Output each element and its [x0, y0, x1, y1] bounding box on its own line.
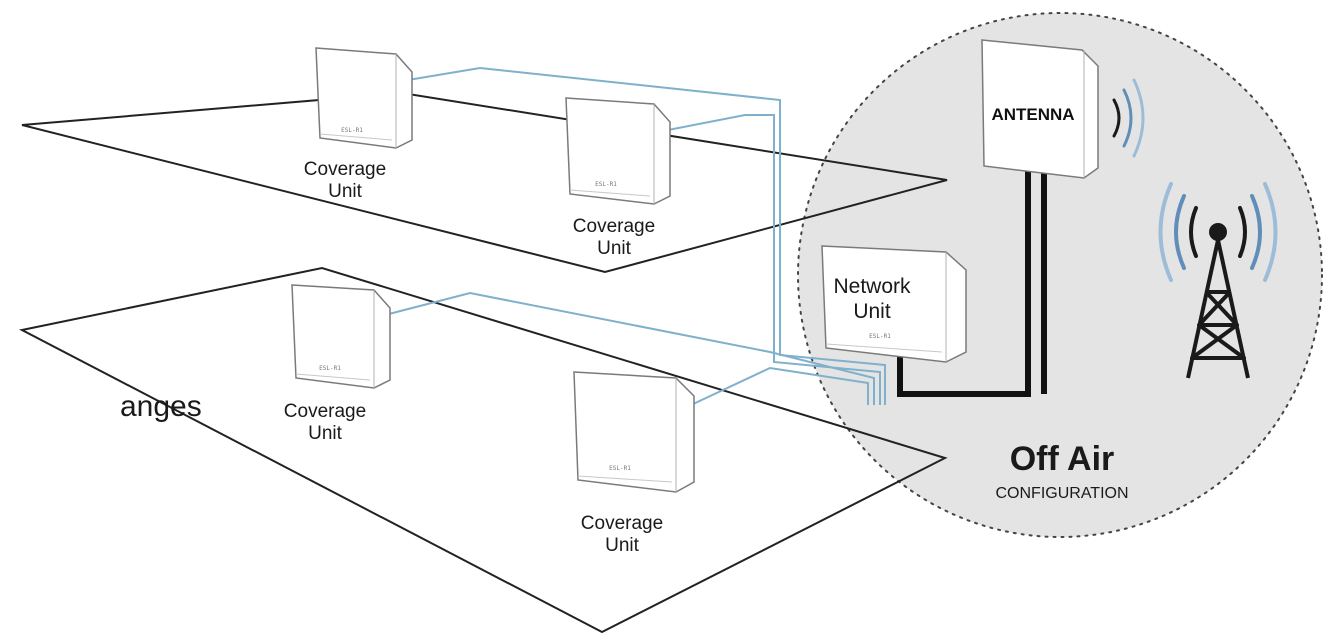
coverage-unit-1-icon: ESL-R1: [315, 47, 413, 149]
device-tag: ESL-R1: [341, 127, 363, 134]
signal-waves-icon: [1112, 78, 1145, 158]
antenna-cables: [897, 170, 1047, 397]
device-tag: ESL-R1: [319, 365, 341, 372]
coverage-unit-4-label-line1: Coverage: [581, 513, 663, 534]
antenna-panel-icon: [981, 39, 1099, 179]
coverage-unit-1-label-line1: Coverage: [304, 159, 386, 180]
config-subtitle: CONFIGURATION: [995, 485, 1128, 502]
antenna-label: ANTENNA: [991, 105, 1074, 124]
network-unit-label-line2: Unit: [853, 300, 891, 323]
network-unit-label-line1: Network: [833, 275, 911, 298]
lower-floor-plane: [19, 266, 948, 634]
coverage-unit-3-icon: ESL-R1: [291, 284, 391, 389]
coverage-unit-4-label-line2: Unit: [605, 535, 640, 556]
coverage-unit-4-icon: ESL-R1: [573, 371, 695, 493]
coverage-unit-1-label-line2: Unit: [328, 181, 363, 202]
coverage-unit-2-label-line1: Coverage: [573, 216, 655, 237]
cell-tower-icon: [1158, 182, 1278, 379]
left-partial-text: anges: [120, 390, 202, 423]
coverage-unit-2-icon: ESL-R1: [565, 97, 671, 205]
device-tag: ESL-R1: [595, 181, 617, 188]
coverage-cables: [384, 66, 886, 406]
off-air-circle: [797, 12, 1323, 538]
device-tag: ESL-R1: [609, 465, 631, 472]
upper-floor-plane: [21, 91, 948, 274]
device-tag: ESL-R1: [869, 333, 891, 340]
network-unit-icon: ESL-R1: [821, 245, 967, 363]
coverage-unit-3-label-line1: Coverage: [284, 401, 366, 422]
coverage-unit-2-label-line2: Unit: [597, 238, 632, 259]
config-title: Off Air: [1010, 440, 1115, 478]
coverage-unit-3-label-line2: Unit: [308, 423, 343, 444]
